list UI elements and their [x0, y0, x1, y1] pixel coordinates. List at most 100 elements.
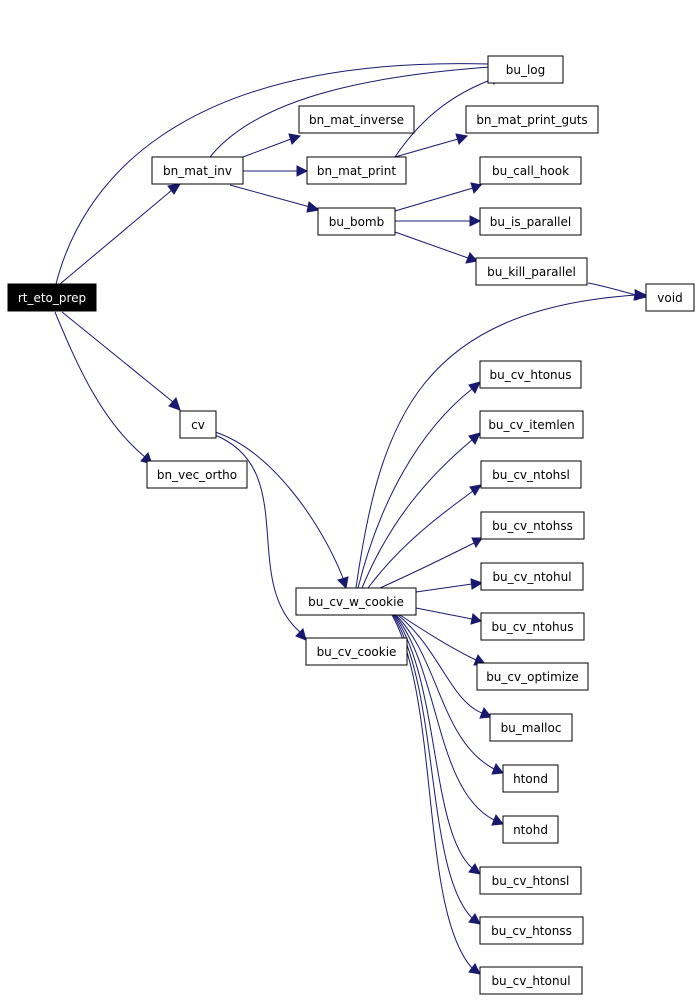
- arrowhead: [468, 913, 481, 925]
- node-rt-eto-prep[interactable]: rt_eto_prep: [7, 283, 97, 312]
- node-label: void: [657, 291, 682, 305]
- node-label: bu_cv_ntohss: [492, 519, 573, 533]
- node-label: bu_cv_cookie: [317, 645, 397, 659]
- node-label: bn_vec_ortho: [157, 468, 237, 482]
- node-label: bu_is_parallel: [490, 215, 571, 229]
- arrowhead: [468, 963, 481, 975]
- edge-cv-to-bu-cv-w-cookie: [214, 431, 344, 579]
- node-bn-vec-ortho[interactable]: bn_vec_ortho: [146, 460, 248, 489]
- edge-bu-cv-w-cookie-to-bu-cv-itemlen: [361, 439, 473, 589]
- edge-bu-cv-w-cookie-to-bu-cv-ntohul: [415, 583, 473, 593]
- node-label: ntohd: [513, 823, 548, 837]
- edge-cv-to-bu-cv-cookie: [214, 434, 301, 633]
- node-label: bn_mat_inverse: [309, 113, 404, 127]
- node-bu-cv-ntohus[interactable]: bu_cv_ntohus: [480, 612, 585, 641]
- arrowhead: [306, 201, 321, 213]
- node-label: bu_cv_htonss: [491, 924, 572, 938]
- node-bu-is-parallel[interactable]: bu_is_parallel: [479, 207, 582, 236]
- node-bn-mat-print[interactable]: bn_mat_print: [306, 156, 407, 185]
- node-label: bu_log: [506, 63, 546, 77]
- edge-bn-mat-inv-to-bu-log: [209, 66, 491, 158]
- node-cv[interactable]: cv: [179, 410, 217, 439]
- node-bu-cv-optimize[interactable]: bu_cv_optimize: [476, 662, 589, 691]
- node-ntohd[interactable]: ntohd: [502, 815, 559, 844]
- arrowhead: [491, 814, 504, 826]
- node-bu-kill-parallel[interactable]: bu_kill_parallel: [475, 257, 588, 286]
- arrowhead: [479, 707, 492, 719]
- node-bu-cv-ntohss[interactable]: bu_cv_ntohss: [480, 511, 585, 540]
- edge-bn-mat-print-to-bn-mat-print-guts: [394, 138, 459, 158]
- edge-bu-cv-w-cookie-to-bu-malloc: [397, 614, 483, 714]
- arrowhead: [465, 252, 478, 264]
- node-bu-cv-htonul[interactable]: bu_cv_htonul: [479, 966, 583, 995]
- node-bu-cv-htonsl[interactable]: bu_cv_htonsl: [479, 866, 582, 895]
- node-bu-cv-ntohul[interactable]: bu_cv_ntohul: [480, 562, 584, 591]
- node-bu-cv-htonss[interactable]: bu_cv_htonss: [479, 916, 584, 945]
- node-bu-log[interactable]: bu_log: [487, 55, 564, 84]
- node-label: htond: [513, 772, 548, 786]
- node-label: bn_mat_print_guts: [476, 113, 587, 127]
- arrowhead: [470, 578, 484, 590]
- edge-rt-eto-prep-to-bu-log: [55, 63, 491, 285]
- node-label: bu_kill_parallel: [487, 265, 576, 279]
- node-bu-cv-htonus[interactable]: bu_cv_htonus: [479, 360, 582, 389]
- arrowhead: [468, 381, 481, 394]
- edge-bn-mat-inv-to-bu-bomb: [229, 184, 311, 208]
- node-label: bu_cv_ntohul: [492, 570, 571, 584]
- edge-bu-cv-w-cookie-to-void: [355, 294, 637, 589]
- node-bu-call-hook[interactable]: bu_call_hook: [479, 156, 582, 185]
- node-label: bu_malloc: [501, 721, 562, 735]
- node-label: rt_eto_prep: [18, 291, 86, 305]
- arrowhead: [491, 763, 504, 775]
- edge-bn-mat-print-to-bu-log: [394, 78, 494, 158]
- node-label: bu_cv_htonul: [491, 974, 570, 988]
- call-edges: [54, 58, 648, 975]
- node-htond[interactable]: htond: [502, 764, 559, 793]
- node-label: bn_mat_inv: [163, 164, 232, 178]
- node-label: bu_cv_htonsl: [492, 874, 570, 888]
- node-void[interactable]: void: [645, 283, 695, 312]
- node-bu-cv-cookie[interactable]: bu_cv_cookie: [305, 637, 408, 666]
- function-nodes: rt_eto_prep bu_log bn_mat_inverse bn_mat…: [7, 55, 695, 995]
- edge-bn-mat-inv-to-bn-mat-inverse: [242, 138, 292, 158]
- edge-bu-cv-w-cookie-to-bu-cv-htonsl: [393, 614, 473, 869]
- node-label: bu_cv_htonus: [489, 368, 571, 382]
- edge-bu-cv-w-cookie-to-bu-cv-htonss: [392, 614, 473, 919]
- node-bu-malloc[interactable]: bu_malloc: [489, 713, 573, 742]
- edge-bu-cv-w-cookie-to-ntohd: [394, 614, 495, 821]
- edge-rt-eto-prep-to-cv: [61, 311, 174, 403]
- edge-bu-cv-w-cookie-to-bu-cv-ntohsl: [367, 490, 474, 589]
- arrowhead: [469, 215, 482, 227]
- edge-bu-bomb-to-bu-kill-parallel: [394, 231, 469, 259]
- node-label: bu_cv_w_cookie: [308, 595, 404, 609]
- edge-bu-cv-w-cookie-to-bu-cv-optimize: [399, 614, 477, 661]
- node-bn-mat-inverse[interactable]: bn_mat_inverse: [298, 105, 415, 134]
- edge-bu-cv-w-cookie-to-bu-cv-htonul: [391, 614, 473, 969]
- arrowhead: [470, 613, 483, 625]
- node-label: bu_cv_optimize: [486, 670, 579, 684]
- node-bu-cv-w-cookie[interactable]: bu_cv_w_cookie: [295, 587, 417, 616]
- node-bu-cv-itemlen[interactable]: bu_cv_itemlen: [479, 410, 584, 439]
- node-label: bn_mat_print: [317, 164, 396, 178]
- node-label: bu_cv_ntohus: [491, 620, 573, 634]
- node-bu-bomb[interactable]: bu_bomb: [317, 207, 396, 236]
- node-label: bu_bomb: [329, 215, 385, 229]
- arrowhead: [295, 628, 307, 641]
- edge-bu-cv-w-cookie-to-bu-cv-ntohus: [415, 607, 473, 620]
- node-bn-mat-inv[interactable]: bn_mat_inv: [151, 156, 244, 185]
- arrowhead: [471, 537, 483, 549]
- arrowhead: [168, 397, 181, 411]
- edge-rt-eto-prep-to-bn-vec-ortho: [54, 311, 146, 458]
- node-bu-cv-ntohsl[interactable]: bu_cv_ntohsl: [480, 460, 582, 489]
- arrowhead: [455, 133, 469, 145]
- node-label: bu_cv_ntohsl: [492, 468, 570, 482]
- edge-bu-kill-parallel-to-void: [587, 282, 637, 296]
- edge-bu-bomb-to-bu-call-hook: [394, 187, 474, 212]
- arrowhead: [468, 432, 481, 445]
- arrowhead: [468, 863, 481, 875]
- arrowhead: [469, 484, 482, 496]
- edge-bu-cv-w-cookie-to-htond: [395, 614, 495, 770]
- edge-bu-cv-w-cookie-to-bu-cv-ntohss: [379, 542, 475, 589]
- node-bn-mat-print-guts[interactable]: bn_mat_print_guts: [465, 105, 599, 134]
